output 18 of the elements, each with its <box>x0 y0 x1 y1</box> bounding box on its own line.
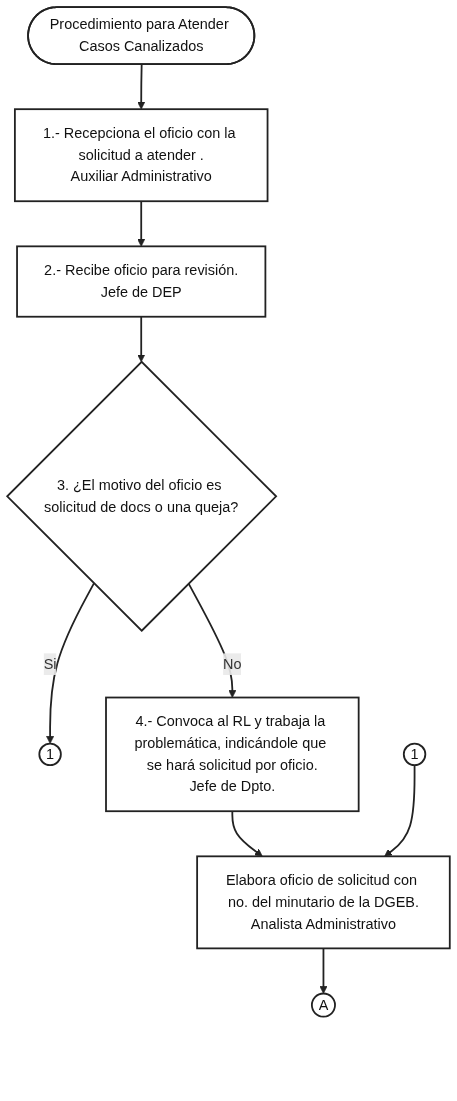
node-box: 4.- Convoca al RL y trabaja la problemática, indicándole que se hará solicitud por oficio. Jefe de Dpto. <box>105 696 360 813</box>
arrow <box>137 63 146 110</box>
arrow <box>187 582 237 698</box>
edge-label: No <box>223 656 242 672</box>
arrow <box>46 582 95 744</box>
arrow <box>137 315 146 363</box>
arrow <box>231 810 263 857</box>
node-box: 2.- Recibe oficio para revisión. Jefe de DEP <box>16 245 267 318</box>
node-circle: A <box>310 992 336 1018</box>
edge-label: Si <box>43 656 57 672</box>
node-circle: 1 <box>38 742 62 767</box>
arrow <box>319 947 328 994</box>
node-box: 1.- Recepciona el oficio con la solicitud a atender . Auxiliar Administrativo <box>14 108 269 203</box>
node-circle: 1 <box>402 742 427 767</box>
node-diamond: 3. ¿El motivo del oficio es solicitud de docs o una queja? <box>5 360 278 633</box>
arrow <box>384 764 416 857</box>
node-box: Elabora oficio de solicitud con no. del minutario de la DGEB. Analista Administrativo <box>196 855 451 950</box>
arrow <box>137 200 146 247</box>
